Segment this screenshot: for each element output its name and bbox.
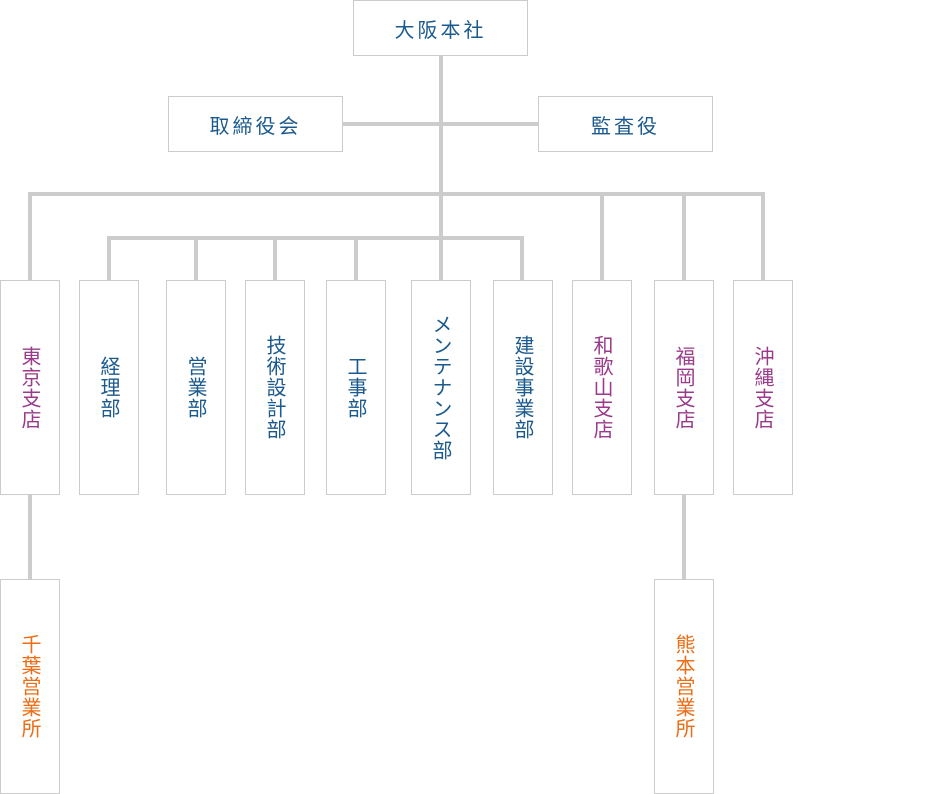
node-label: 東京支店 — [18, 345, 42, 430]
node-board: 取締役会 — [168, 96, 343, 152]
node-construction-works-dept: 工事部 — [326, 280, 386, 495]
node-label: 建設事業部 — [511, 335, 535, 440]
node-chiba-sales-office: 千葉営業所 — [0, 579, 60, 794]
node-label: 営業部 — [184, 356, 208, 419]
node-label: 取締役会 — [209, 113, 302, 138]
node-headquarters: 大阪本社 — [353, 0, 528, 56]
node-label: メンテナンス部 — [429, 314, 453, 461]
node-label: 和歌山支店 — [590, 335, 614, 440]
node-label: 経理部 — [97, 356, 121, 419]
node-engineering-design-dept: 技術設計部 — [245, 280, 305, 495]
node-label: 千葉営業所 — [18, 634, 42, 739]
node-label: 熊本営業所 — [672, 634, 696, 739]
node-label: 沖縄支店 — [751, 345, 775, 430]
node-maintenance-dept: メンテナンス部 — [411, 280, 471, 495]
node-label: 監査役 — [591, 113, 660, 138]
node-construction-business-dept: 建設事業部 — [493, 280, 553, 495]
node-accounting-dept: 経理部 — [79, 280, 139, 495]
node-wakayama-branch: 和歌山支店 — [572, 280, 632, 495]
node-label: 大阪本社 — [394, 17, 487, 42]
node-auditor: 監査役 — [538, 96, 713, 152]
node-kumamoto-sales-office: 熊本営業所 — [654, 579, 714, 794]
node-fukuoka-branch: 福岡支店 — [654, 280, 714, 495]
node-tokyo-branch: 東京支店 — [0, 280, 60, 495]
node-label: 技術設計部 — [263, 335, 287, 440]
node-label: 工事部 — [344, 356, 368, 419]
node-label: 福岡支店 — [672, 345, 696, 430]
node-sales-dept: 営業部 — [166, 280, 226, 495]
node-okinawa-branch: 沖縄支店 — [733, 280, 793, 495]
